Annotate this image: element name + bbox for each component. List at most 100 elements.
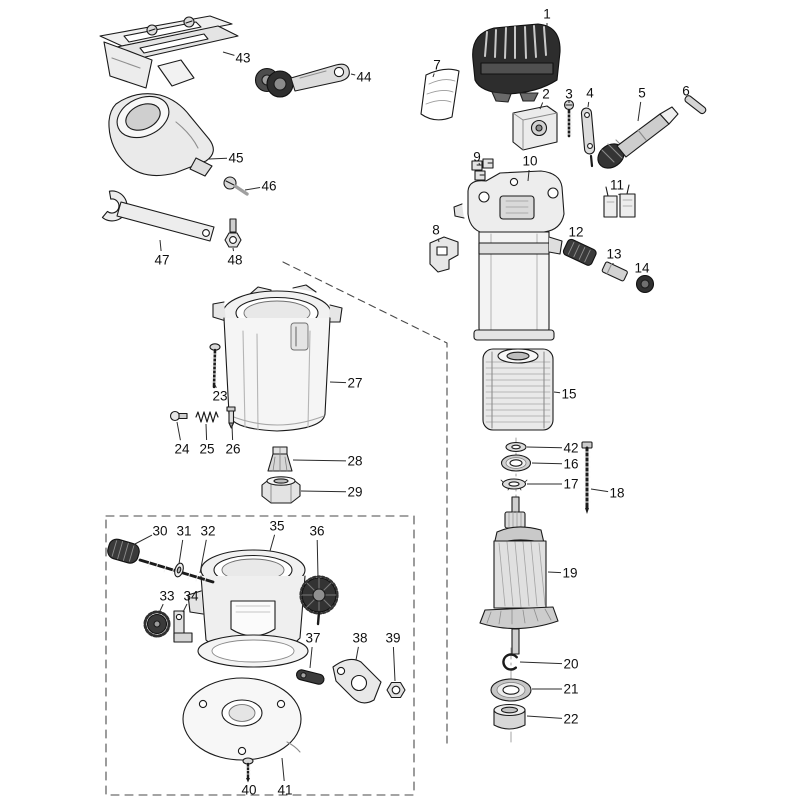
leader-line-45 xyxy=(208,157,228,160)
part-22-rubber-sleeve xyxy=(493,703,526,730)
leader-line-22 xyxy=(526,715,563,719)
part-number-28: 28 xyxy=(347,454,362,469)
leader-line-31 xyxy=(178,539,184,565)
part-number-44: 44 xyxy=(356,70,372,85)
part-number-30: 30 xyxy=(152,524,167,539)
router-base-casting xyxy=(187,549,317,668)
leader-line-10 xyxy=(527,169,530,182)
part-47-wrench xyxy=(101,190,215,242)
leader-line-46 xyxy=(244,187,261,191)
part-2-switch xyxy=(512,105,558,151)
leader-line-24 xyxy=(176,421,181,441)
leader-line-4 xyxy=(587,101,590,108)
part-18-through-bolt xyxy=(581,441,593,514)
part-number-18: 18 xyxy=(609,486,624,501)
part-number-38: 38 xyxy=(352,631,367,646)
part-number-43: 43 xyxy=(235,51,250,66)
leader-line-9 xyxy=(478,162,481,166)
part-number-15: 15 xyxy=(561,387,576,402)
leader-line-18 xyxy=(590,488,609,493)
part-34-latch-bracket xyxy=(173,610,193,643)
leader-line-28 xyxy=(292,459,347,462)
part-37-lock-lever xyxy=(295,669,325,685)
part-number-21: 21 xyxy=(563,682,578,697)
part-31-washer xyxy=(174,562,184,578)
part-38-clamp-lever xyxy=(332,658,382,704)
leader-line-32 xyxy=(199,539,207,574)
assembly-dashed-line xyxy=(282,261,448,745)
part-11-terminals xyxy=(603,184,636,218)
part-number-42: 42 xyxy=(563,441,578,456)
part-number-25: 25 xyxy=(199,442,214,457)
part-7-name-plate xyxy=(420,68,460,121)
part-number-31: 31 xyxy=(176,524,191,539)
part-number-32: 32 xyxy=(200,524,215,539)
part-number-8: 8 xyxy=(432,223,440,238)
part-number-20: 20 xyxy=(563,657,578,672)
base-assembly-dashed-box xyxy=(105,515,415,796)
leader-line-35 xyxy=(269,534,276,552)
part-number-46: 46 xyxy=(261,179,276,194)
part-16-ball-bearing-upper xyxy=(500,454,532,472)
leader-line-39 xyxy=(392,646,396,682)
leader-line-8 xyxy=(437,238,440,243)
part-21-ball-bearing-lower xyxy=(490,678,532,702)
part-8-cord-clamp xyxy=(429,236,459,273)
leader-line-29 xyxy=(300,490,347,493)
part-25-spring xyxy=(195,411,219,423)
part-number-19: 19 xyxy=(562,566,577,581)
part-number-37: 37 xyxy=(305,631,320,646)
part-number-5: 5 xyxy=(638,86,646,101)
part-14-cap xyxy=(635,274,655,294)
part-number-27: 27 xyxy=(347,376,362,391)
part-number-34: 34 xyxy=(183,589,199,604)
part-1-motor-cap xyxy=(472,23,561,103)
part-26-detent-pin xyxy=(226,406,236,429)
part-46-thumb-screw xyxy=(223,176,249,196)
part-19-armature xyxy=(479,496,559,655)
leader-line-36 xyxy=(316,539,319,578)
leader-line-34 xyxy=(182,603,188,613)
leader-line-42 xyxy=(526,446,563,449)
part-number-3: 3 xyxy=(565,87,573,102)
part-44-guide-roller xyxy=(254,63,350,98)
part-15-stator xyxy=(482,348,554,431)
leader-line-7 xyxy=(432,73,435,78)
part-number-4: 4 xyxy=(586,86,594,101)
part-number-45: 45 xyxy=(228,151,243,166)
part-number-40: 40 xyxy=(241,783,256,796)
leader-line-41 xyxy=(281,757,285,782)
leader-line-15 xyxy=(553,391,561,394)
part-13-carbon-brush xyxy=(601,261,628,282)
leader-line-5 xyxy=(637,101,642,122)
part-number-14: 14 xyxy=(634,261,650,276)
part-number-35: 35 xyxy=(269,519,284,534)
part-3-screw xyxy=(563,99,575,138)
leader-line-38 xyxy=(355,646,359,661)
part-17-wave-washer xyxy=(500,478,528,491)
part-30-adjust-knob xyxy=(107,538,140,564)
part-number-23: 23 xyxy=(212,389,227,404)
part-number-11: 11 xyxy=(610,178,624,193)
leader-line-44 xyxy=(350,73,356,76)
leader-line-33 xyxy=(158,603,164,614)
part-number-36: 36 xyxy=(309,524,324,539)
leader-line-25 xyxy=(205,423,208,441)
part-number-47: 47 xyxy=(154,253,169,268)
part-28-collet xyxy=(267,446,293,472)
part-4-clamp-plate xyxy=(580,107,596,168)
leader-line-23 xyxy=(214,384,217,389)
part-number-17: 17 xyxy=(563,477,578,492)
leader-line-30 xyxy=(132,534,153,546)
part-number-22: 22 xyxy=(563,712,578,727)
part-number-12: 12 xyxy=(568,225,583,240)
part-24-pin xyxy=(169,410,188,422)
part-6-pin xyxy=(684,95,707,115)
part-number-33: 33 xyxy=(159,589,174,604)
part-number-1: 1 xyxy=(543,7,551,22)
part-9-terminal-block xyxy=(471,158,494,181)
part-number-41: 41 xyxy=(277,783,292,796)
